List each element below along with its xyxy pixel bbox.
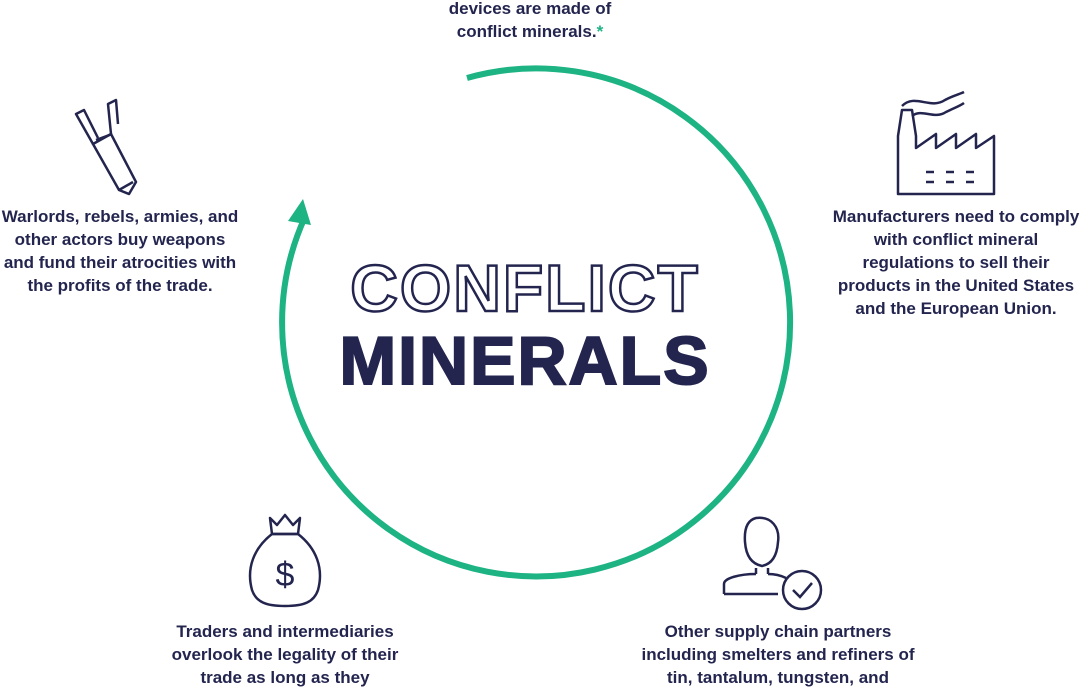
top-caption-line2: conflict minerals.* xyxy=(456,22,604,41)
dollar-sign: $ xyxy=(276,556,295,594)
top-caption-line1: devices are made of xyxy=(448,0,612,18)
bottom-left-caption: Traders and intermediaries overlook the … xyxy=(171,622,399,687)
right-caption: Manufacturers need to comply with confli… xyxy=(832,207,1080,318)
cycle-arc xyxy=(279,65,794,580)
cycle-arrow xyxy=(279,65,794,580)
left-caption: Warlords, rebels, armies, and other acto… xyxy=(1,207,239,295)
money-bag-icon: $ xyxy=(248,513,322,608)
factory-icon xyxy=(896,90,996,196)
verified-person-icon xyxy=(722,516,823,611)
title-line1: CONFLICT xyxy=(349,250,700,327)
checkmark xyxy=(792,582,813,599)
footnote-asterisk: * xyxy=(596,22,604,41)
missile-icon xyxy=(74,98,138,196)
bottom-right-caption: Other supply chain partners including sm… xyxy=(641,622,915,687)
cycle-arrowhead xyxy=(288,199,311,225)
title-line2: MINERALS xyxy=(338,322,711,400)
top-caption: devices are made of conflict minerals.* xyxy=(380,0,680,43)
